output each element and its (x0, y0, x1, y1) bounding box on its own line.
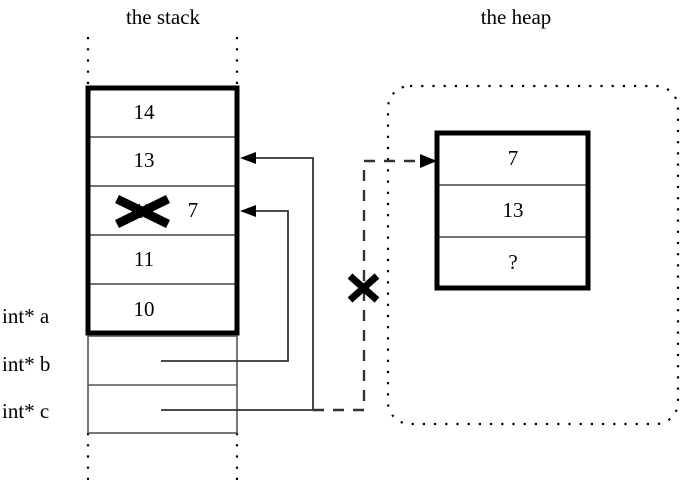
stack-allocated-block (85, 85, 240, 336)
heap-title: the heap (481, 5, 552, 29)
invalidated-pointer-x-icon (347, 273, 380, 303)
variable-label-a: int* a (2, 304, 50, 328)
heap-cell-value-1: 13 (503, 198, 524, 222)
stack-cell-value-4: 10 (134, 297, 155, 321)
variable-label-c: int* c (2, 399, 49, 423)
heap-region-boundary (386, 84, 680, 426)
arrowhead-c (240, 152, 256, 164)
stack-allocated-frame (85, 85, 240, 336)
variable-label-b: int* b (2, 352, 50, 376)
stack-title: the stack (126, 5, 201, 29)
stack-cell-value-2-new: 7 (188, 198, 199, 222)
arrowhead-b (240, 205, 256, 217)
struck-value-x-icon (115, 194, 170, 229)
heap-cell-value-2: ? (508, 250, 517, 274)
stack-bottom-guides (86, 433, 239, 487)
invalidated-pointer-to-heap (313, 154, 437, 412)
stack-cell-value-0: 14 (134, 100, 156, 124)
stack-cell-value-3: 11 (134, 247, 154, 271)
stack-cell-value-1: 13 (134, 148, 155, 172)
heap-cell-value-0: 7 (508, 146, 519, 170)
arrowhead-heap (420, 154, 437, 168)
heap-block-frame (434, 130, 591, 291)
stack-top-guides (86, 37, 239, 88)
stack-free-block (87, 335, 238, 434)
pointer-arrow-b-to-stack-cell (161, 205, 289, 362)
heap-block (434, 130, 591, 291)
pointer-arrow-c-to-stack-cell (161, 152, 314, 411)
